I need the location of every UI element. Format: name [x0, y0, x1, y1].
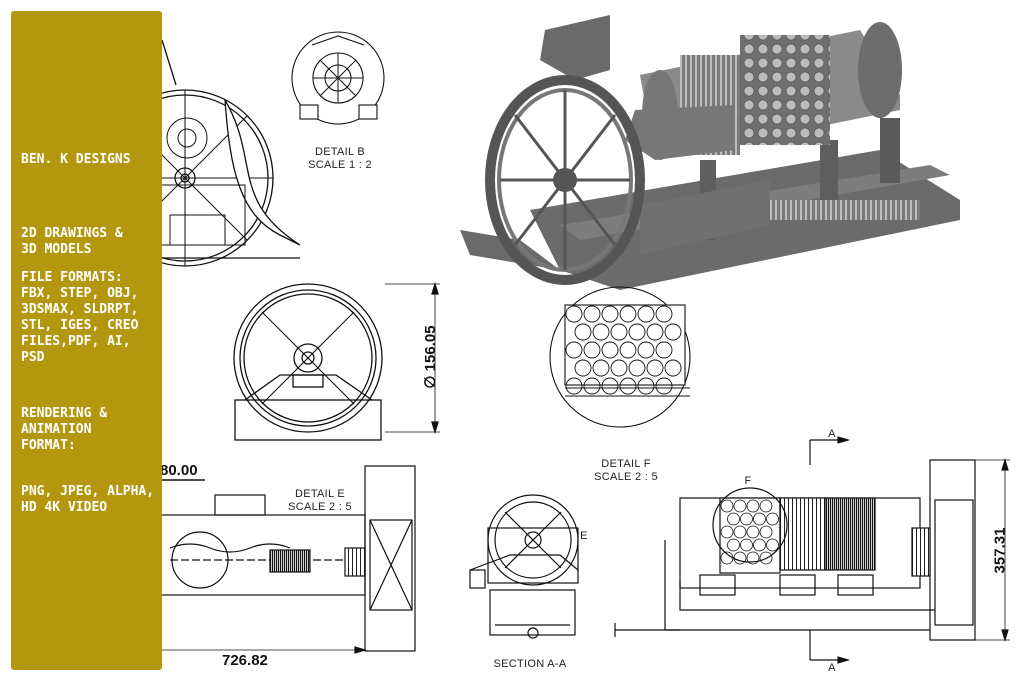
- hole: [727, 538, 740, 552]
- hole: [727, 512, 740, 526]
- hole: [601, 341, 619, 359]
- hole: [583, 377, 601, 395]
- hole: [619, 377, 637, 395]
- detail-b-label: DETAIL B SCALE 1 : 2: [300, 146, 380, 172]
- file-formats-text: FILE FORMATS: FBX, STEP, OBJ, 3DSMAX, SL…: [21, 270, 139, 365]
- hole: [574, 323, 592, 341]
- front-view-left: [96, 39, 301, 267]
- section-a-a-label: SECTION A-A: [493, 658, 567, 670]
- hole: [655, 377, 673, 395]
- marker-a-bottom: A: [828, 662, 836, 674]
- length-dimension: 726.82: [222, 652, 268, 669]
- hole: [646, 359, 664, 377]
- info-panel: BEN. K DESIGNS 2D DRAWINGS & 3D MODELS F…: [11, 11, 162, 670]
- hole: [664, 323, 682, 341]
- hole: [637, 377, 655, 395]
- 3d-render-trommel: [460, 15, 960, 290]
- marker-e: E: [580, 530, 588, 542]
- height-dimension: 357.31: [991, 527, 1009, 574]
- hole: [574, 359, 592, 377]
- output-formats-text: PNG, JPEG, ALPHA, HD 4K VIDEO: [21, 484, 155, 515]
- hole: [592, 323, 610, 341]
- hole: [720, 499, 734, 513]
- width-dimension: 80.00: [160, 462, 198, 479]
- hole: [753, 512, 766, 526]
- detail-b-title: DETAIL B: [314, 146, 366, 158]
- hole: [601, 377, 619, 395]
- hole: [628, 323, 646, 341]
- hole: [583, 341, 601, 359]
- hole: [655, 341, 673, 359]
- hole: [746, 525, 760, 539]
- hole: [740, 512, 753, 526]
- hole: [759, 499, 773, 513]
- hole: [610, 323, 628, 341]
- detail-f-scale: SCALE 2 : 5: [594, 471, 658, 483]
- hole: [646, 323, 664, 341]
- hole: [583, 305, 601, 323]
- hole: [637, 341, 655, 359]
- detail-f-title: DETAIL F: [601, 458, 651, 470]
- hole: [766, 538, 779, 552]
- diameter-dimension: ∅ 156.05: [422, 325, 439, 389]
- services-text: 2D DRAWINGS & 3D MODELS: [21, 226, 123, 257]
- hole: [565, 341, 583, 359]
- hole: [733, 525, 747, 539]
- detail-e-title: DETAIL E: [294, 488, 346, 500]
- side-view-bottom-left: [159, 465, 416, 654]
- front-view-middle: [233, 281, 440, 441]
- brand-name: BEN. K DESIGNS: [21, 152, 131, 167]
- side-view-bottom-right: [614, 436, 1010, 664]
- hole: [637, 305, 655, 323]
- hole: [733, 499, 747, 513]
- marker-f: F: [744, 475, 752, 487]
- hole: [720, 525, 734, 539]
- hole: [619, 341, 637, 359]
- hole: [655, 305, 673, 323]
- hole: [610, 359, 628, 377]
- hole: [565, 377, 583, 395]
- hole: [746, 551, 760, 565]
- hole: [759, 525, 773, 539]
- detail-e-label: DETAIL E SCALE 2 : 5: [280, 488, 360, 514]
- detail-f-label: DETAIL F SCALE 2 : 5: [586, 458, 666, 484]
- hole: [592, 359, 610, 377]
- marker-a-top: A: [828, 428, 836, 440]
- hole: [565, 305, 583, 323]
- detail-b-scale: SCALE 1 : 2: [308, 159, 372, 171]
- detail-hole-grid: [549, 286, 691, 428]
- detail-b-drawing: [291, 31, 385, 125]
- hole: [664, 359, 682, 377]
- hole: [740, 538, 753, 552]
- section-a-a-drawing: [469, 494, 579, 639]
- hole: [601, 305, 619, 323]
- hole: [619, 305, 637, 323]
- hole: [628, 359, 646, 377]
- hole: [759, 551, 773, 565]
- rendering-text: RENDERING & ANIMATION FORMAT:: [21, 406, 108, 453]
- hole: [753, 538, 766, 552]
- detail-e-scale: SCALE 2 : 5: [288, 501, 352, 513]
- hole: [766, 512, 779, 526]
- hole: [746, 499, 760, 513]
